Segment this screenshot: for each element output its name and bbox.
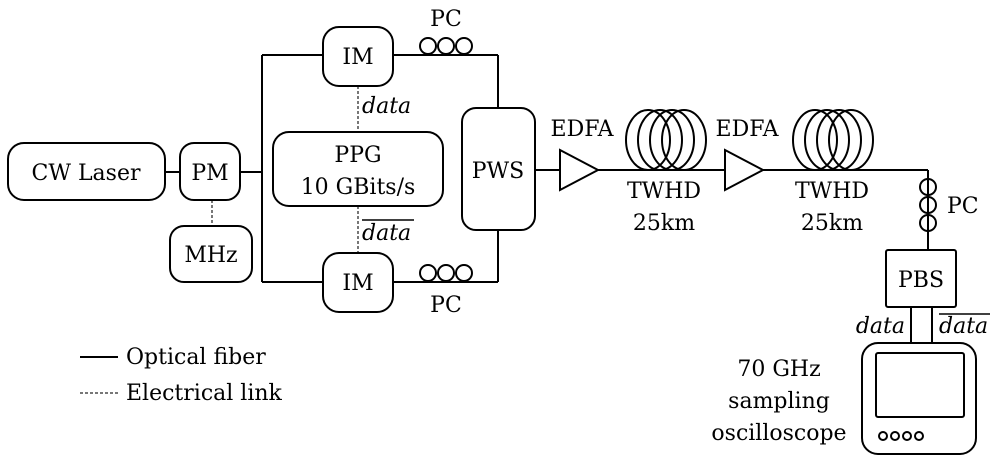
twhd-1-length: 25km bbox=[633, 211, 695, 236]
optical-fibers bbox=[165, 54, 933, 343]
data-label: data bbox=[362, 94, 411, 119]
ppg-label: PPG bbox=[334, 143, 381, 168]
twhd-2-length: 25km bbox=[801, 211, 863, 236]
twhd-2-label: TWHD bbox=[795, 179, 869, 204]
cw-laser-label: CW Laser bbox=[32, 161, 141, 186]
pc-right-label: PC bbox=[947, 194, 979, 219]
legend: Optical fiber Electrical link bbox=[80, 345, 283, 406]
scope-label-line2: sampling bbox=[728, 389, 830, 414]
intensity-modulator-top: IM bbox=[322, 26, 394, 87]
edfa-1-label: EDFA bbox=[551, 117, 615, 142]
edfa-amplifier-1: EDFA bbox=[551, 117, 615, 192]
output-data-label: data bbox=[856, 314, 905, 339]
phase-modulator: PM bbox=[179, 142, 241, 201]
mhz-label: MHz bbox=[184, 243, 237, 268]
twhd-1-label: TWHD bbox=[627, 179, 701, 204]
cw-laser: CW Laser bbox=[7, 142, 166, 201]
pws-label: PWS bbox=[472, 159, 525, 184]
legend-optical-label: Optical fiber bbox=[126, 345, 266, 370]
oscilloscope bbox=[861, 342, 977, 455]
intensity-modulator-bottom: IM bbox=[322, 252, 394, 313]
pm-label: PM bbox=[191, 161, 228, 186]
im-bottom-label: IM bbox=[342, 271, 373, 296]
pbs-label: PBS bbox=[898, 268, 944, 293]
pattern-generator: PPG 10 GBits/s bbox=[272, 131, 444, 207]
scope-label-line1: 70 GHz bbox=[737, 357, 820, 382]
pc-top-label: PC bbox=[430, 7, 462, 32]
data-bar-label: data bbox=[362, 221, 411, 246]
polarization-controller-bottom: PC bbox=[419, 264, 473, 318]
edfa-2-label: EDFA bbox=[716, 117, 780, 142]
mhz-source: MHz bbox=[169, 225, 253, 283]
pc-bottom-label: PC bbox=[430, 293, 462, 318]
output-data-bar-label: data bbox=[939, 314, 988, 339]
ppg-rate-label: 10 GBits/s bbox=[301, 175, 416, 200]
electrical-links bbox=[211, 86, 359, 253]
scope-label-line3: oscilloscope bbox=[711, 421, 846, 446]
edfa-amplifier-2: EDFA bbox=[716, 117, 780, 192]
fiber-spool-2: TWHD 25km bbox=[792, 109, 874, 236]
polarization-controller-top: PC bbox=[419, 7, 473, 55]
pulse-waveshaper: PWS bbox=[461, 107, 536, 231]
polarization-beam-splitter: PBS bbox=[885, 249, 957, 308]
im-top-label: IM bbox=[342, 45, 373, 70]
polarization-controller-right: PC bbox=[919, 178, 979, 232]
fiber-spool-1: TWHD 25km bbox=[625, 109, 707, 236]
legend-electrical-label: Electrical link bbox=[126, 381, 283, 406]
